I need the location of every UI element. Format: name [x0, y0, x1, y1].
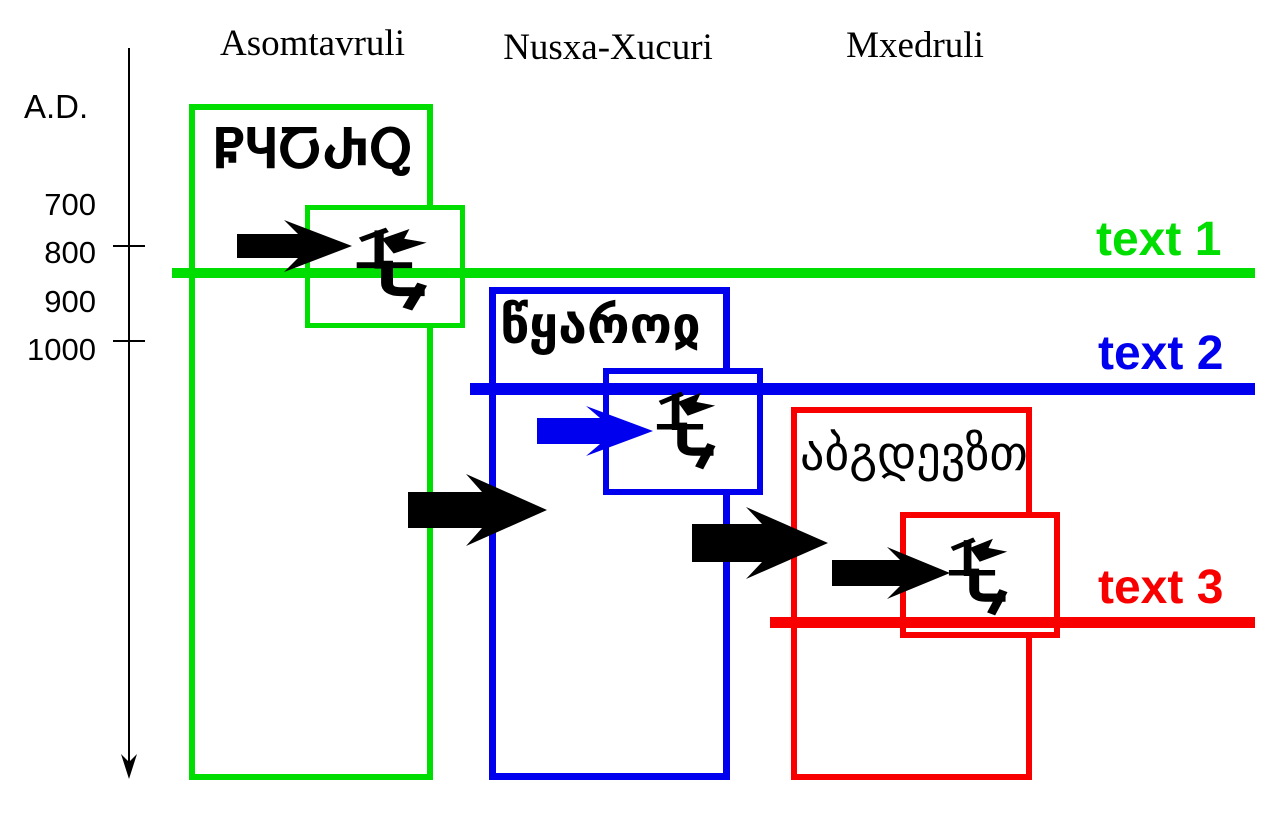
column-label-mxedruli: Mxedruli — [846, 25, 984, 66]
evolution-arrow-nusxa-to-mxedruli-icon — [692, 507, 828, 579]
year-label-700: 700 — [44, 187, 96, 222]
nusxa-xucuri-sample-text: წყაროჲ — [500, 296, 701, 356]
mxedruli-sample-text: აბგდევზთ — [800, 426, 1028, 482]
text3-label: text 3 — [1098, 561, 1224, 614]
nusxa-xucuri-letter-arrow-icon — [537, 406, 653, 456]
column-label-asomtavruli: Asomtavruli — [220, 23, 405, 64]
text1-date-line — [172, 268, 1255, 278]
mxedruli-letter-glyph — [952, 539, 1007, 611]
era-label: A.D. — [24, 88, 89, 125]
text2-date-line — [470, 383, 1255, 395]
year-label-900: 900 — [44, 284, 96, 319]
asomtavruli-letter-arrow-icon — [237, 220, 352, 272]
evolution-arrow-asomtavruli-to-nusxa-icon — [408, 474, 547, 546]
asomtavruli-period-rect — [189, 104, 433, 780]
tick-800 — [113, 245, 145, 247]
year-label-800: 800 — [44, 235, 96, 270]
text2-label: text 2 — [1098, 327, 1224, 380]
column-label-nusxa-xucuri: Nusxa-Xucuri — [503, 27, 713, 68]
asomtavruli-letter-glyph — [361, 229, 427, 305]
timeline-arrowhead-icon — [121, 754, 137, 779]
tick-1000 — [113, 340, 145, 342]
asomtavruli-sample-text: ႼႷႠႰႭ — [214, 122, 413, 180]
timeline-axis — [128, 48, 130, 772]
mxedruli-letter-arrow-icon — [832, 547, 950, 599]
text3-date-line — [770, 617, 1255, 628]
year-label-1000: 1000 — [27, 332, 96, 367]
text1-label: text 1 — [1096, 213, 1222, 266]
nusxa-xucuri-letter-glyph — [660, 393, 715, 465]
